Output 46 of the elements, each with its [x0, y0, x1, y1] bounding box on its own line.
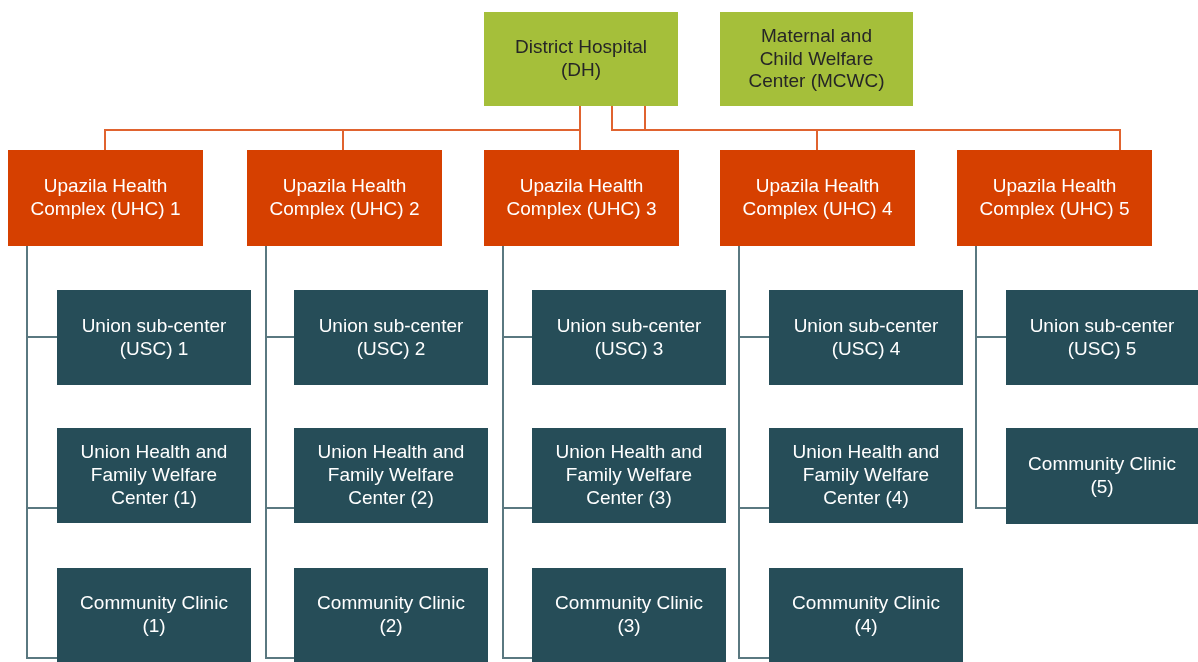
facility-box [1006, 428, 1198, 524]
node-label: Upazila Health Complex (UHC) 5 [978, 175, 1131, 221]
facility-box [532, 568, 726, 662]
connector-line [975, 245, 1007, 509]
complex-box [484, 150, 679, 246]
facility-box [57, 290, 251, 385]
facility-box [1006, 290, 1198, 385]
node-label: Upazila Health Complex (UHC) 3 [505, 175, 658, 221]
complex-box [8, 150, 203, 246]
node-label: District Hospital (DH) [514, 36, 648, 82]
node-label: Union sub-center (USC) 3 [555, 314, 703, 361]
connector-line [644, 105, 1121, 151]
facility-box [294, 568, 488, 662]
node-label: Upazila Health Complex (UHC) 1 [29, 175, 182, 221]
complex-box [957, 150, 1152, 246]
complex-box [720, 150, 915, 246]
facility-box [57, 568, 251, 662]
node-label: Union Health and Family Welfare Center (1) [79, 441, 229, 510]
complex-box [247, 150, 442, 246]
node-label: Community Clinic (2) [316, 592, 466, 638]
node-label: Union sub-center (USC) 1 [80, 314, 228, 361]
top-box [484, 12, 678, 106]
connector-line [579, 105, 581, 151]
facility-box [769, 428, 963, 523]
node-label: Community Clinic (5) [1027, 453, 1177, 499]
facility-box [57, 428, 251, 523]
top-box [720, 12, 913, 106]
node-label: Union Health and Family Welfare Center (3) [554, 441, 704, 510]
node-label: Union sub-center (USC) 5 [1028, 314, 1176, 361]
connector-line [611, 105, 818, 151]
node-label: Union Health and Family Welfare Center (2) [316, 441, 466, 510]
facility-box [294, 428, 488, 523]
node-label: Union sub-center (USC) 2 [317, 314, 465, 361]
node-label: Maternal and Child Welfare Center (MCWC) [747, 24, 886, 94]
node-label: Community Clinic (4) [791, 592, 941, 638]
node-label: Community Clinic (3) [554, 592, 704, 638]
facility-box [532, 290, 726, 385]
node-label: Community Clinic (1) [79, 592, 229, 638]
facility-box [294, 290, 488, 385]
node-label: Union sub-center (USC) 4 [792, 314, 940, 361]
facility-box [769, 568, 963, 662]
facility-box [532, 428, 726, 523]
facility-box [769, 290, 963, 385]
node-label: Upazila Health Complex (UHC) 4 [741, 175, 894, 221]
node-label: Union Health and Family Welfare Center (4) [791, 441, 941, 510]
node-label: Upazila Health Complex (UHC) 2 [268, 175, 421, 221]
